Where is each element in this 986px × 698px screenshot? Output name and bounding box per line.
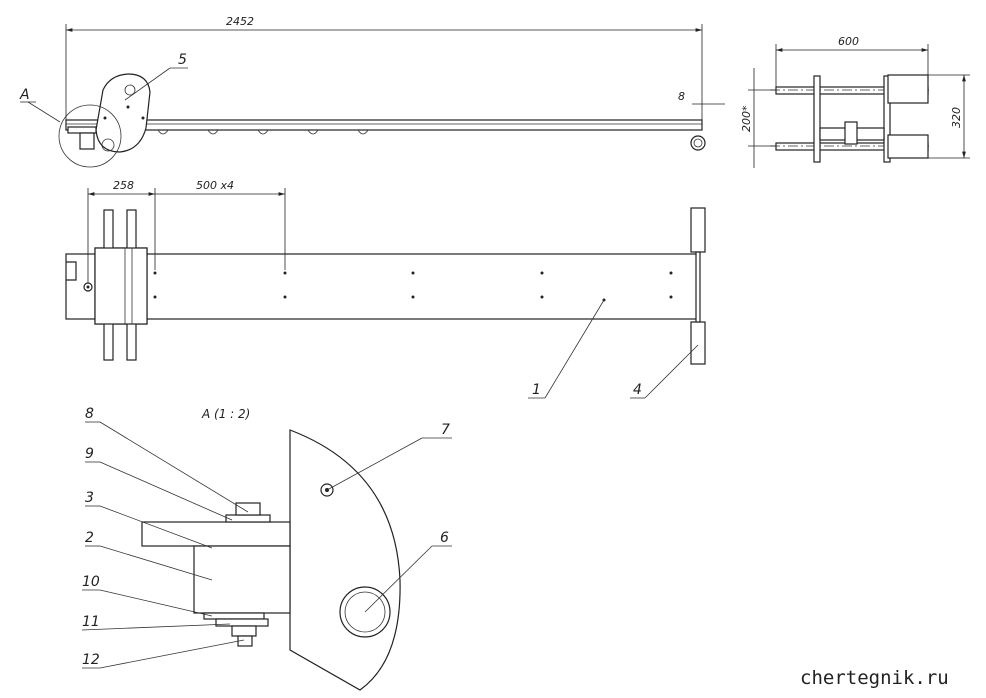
label-part-3: 3 xyxy=(85,490,94,506)
label-part-1: 1 xyxy=(532,382,541,398)
label-part-4: 4 xyxy=(633,382,642,398)
dim-gap: 8 xyxy=(678,90,685,103)
label-part-9: 9 xyxy=(85,446,94,462)
beam-side xyxy=(65,119,703,131)
plan-view: 258 500 x4 1 4 xyxy=(65,179,706,399)
label-part-7: 7 xyxy=(441,422,450,438)
label-part-11: 11 xyxy=(82,614,100,630)
detail-a-view: A (1 : 2) 8 9 3 2 10 11 xyxy=(81,406,452,691)
detail-title: A (1 : 2) xyxy=(201,407,250,421)
end-roller xyxy=(690,135,706,151)
watermark: chertegnik.ru xyxy=(800,667,949,689)
detail-circle-a xyxy=(58,104,122,168)
dim-offset-left: 258 xyxy=(113,179,134,192)
label-part-6: 6 xyxy=(440,530,449,546)
dim-width-top: 600 xyxy=(838,35,859,48)
plate-5 xyxy=(95,73,151,153)
label-part-2: 2 xyxy=(85,530,94,546)
end-view: 600 320 200* xyxy=(740,35,970,168)
plate-6-7 xyxy=(289,429,401,691)
dim-spacing-vert: 200* xyxy=(740,105,753,132)
label-part-8: 8 xyxy=(85,406,94,422)
label-part-10: 10 xyxy=(82,574,100,590)
label-part-12: 12 xyxy=(82,652,100,668)
beam-plan xyxy=(65,253,699,320)
label-view-a: A xyxy=(19,87,30,103)
dim-total-length: 2452 xyxy=(226,15,254,28)
dim-pitch: 500 x4 xyxy=(196,179,234,192)
dim-height-right: 320 xyxy=(950,107,963,128)
label-part-5: 5 xyxy=(178,52,187,68)
side-view: 2452 8 A 5 xyxy=(19,15,725,168)
